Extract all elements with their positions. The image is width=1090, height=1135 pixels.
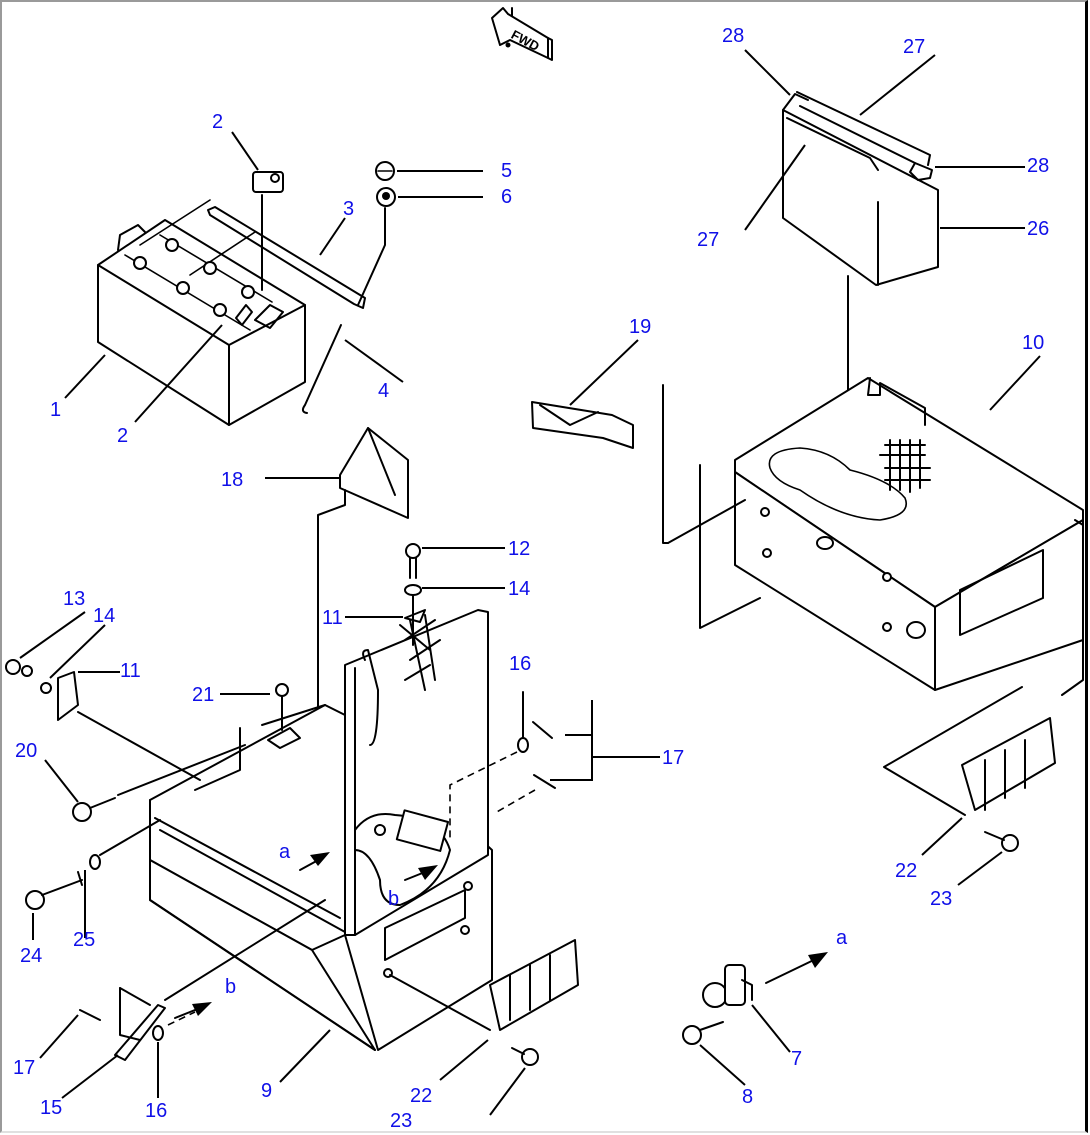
callout-24: 24 [20, 945, 42, 967]
callout-labels: 2 3 5 6 1 2 4 28 27 28 27 26 19 10 18 12… [13, 25, 1049, 1132]
callout-8: 8 [742, 1086, 753, 1108]
reference-arrows [174, 852, 438, 1019]
callout-6: 6 [501, 186, 512, 208]
callout-2: 2 [117, 425, 128, 447]
callout-27: 27 [697, 229, 719, 251]
fuse-7 [682, 952, 828, 1045]
callout-10: 10 [1022, 332, 1044, 354]
callout-27: 27 [903, 36, 925, 58]
callout-18: 18 [221, 469, 243, 491]
callout-21: 21 [192, 684, 214, 706]
bracket-19 [531, 384, 669, 544]
nut-washer-bolt [301, 161, 396, 414]
reference-letter-b: b [388, 888, 399, 910]
terminal-bar-right [883, 686, 1056, 852]
callout-9: 9 [261, 1080, 272, 1102]
callout-23: 23 [930, 888, 952, 910]
fastener-cluster-left [5, 659, 326, 910]
callout-11: 11 [120, 660, 141, 682]
callout-2: 2 [212, 111, 223, 133]
bracket-18 [317, 427, 409, 713]
callout-17: 17 [13, 1057, 35, 1079]
hinge-15 [79, 899, 326, 1061]
callout-7: 7 [791, 1048, 802, 1070]
callout-17: 17 [662, 747, 684, 769]
callout-16: 16 [509, 653, 531, 675]
hold-down-bar [207, 206, 366, 309]
battery-box-10 [667, 377, 1084, 696]
callout-22: 22 [895, 860, 917, 882]
battery-tray-9 [149, 609, 493, 1051]
leader-lines [19, 49, 1041, 1116]
callout-5: 5 [501, 160, 512, 182]
callout-28: 28 [1027, 155, 1049, 177]
callout-26: 26 [1027, 218, 1049, 240]
terminal-bar-bottom [389, 939, 579, 1066]
reference-letter-a: a [279, 841, 291, 863]
callout-15: 15 [40, 1097, 62, 1119]
callout-22: 22 [410, 1085, 432, 1107]
callout-25: 25 [73, 929, 95, 951]
panel-fasteners [404, 543, 426, 646]
reference-letter-a: a [836, 927, 848, 949]
battery-box-cover [782, 91, 939, 489]
callout-4: 4 [378, 380, 389, 402]
callout-14: 14 [93, 605, 115, 627]
callout-28: 28 [722, 25, 744, 47]
callout-3: 3 [343, 198, 354, 220]
callout-23: 23 [390, 1110, 412, 1132]
terminal-clamp [252, 171, 284, 291]
washer-pins [449, 691, 556, 840]
reference-letter-b: b [225, 976, 236, 998]
callout-19: 19 [629, 316, 651, 338]
callout-13: 13 [63, 588, 85, 610]
callout-16: 16 [145, 1100, 167, 1122]
callout-11: 11 [322, 607, 343, 629]
callout-12: 12 [508, 538, 530, 560]
battery [97, 199, 306, 426]
callout-14: 14 [508, 578, 530, 600]
fwd-direction-marker: FWD [491, 7, 553, 61]
callout-20: 20 [15, 740, 37, 762]
callout-1: 1 [50, 399, 61, 421]
